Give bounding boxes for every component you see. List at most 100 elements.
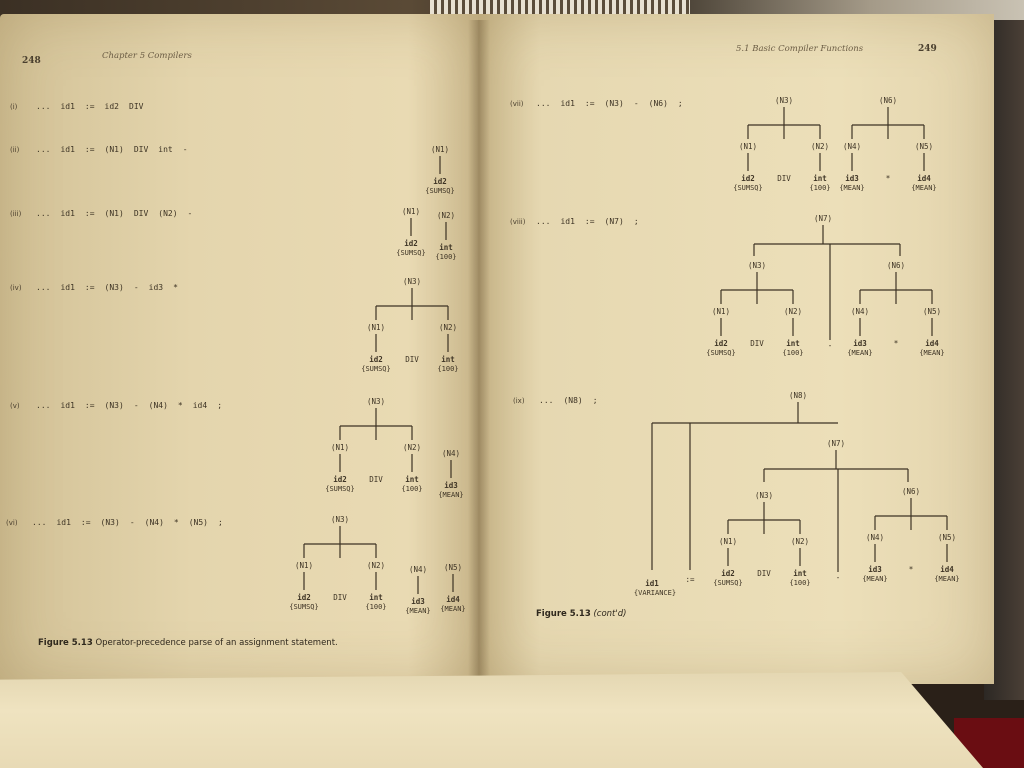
tree-node-times: * [886,174,891,183]
token: - [133,401,139,410]
step-expression: ...id1:=(N3)-(N4)*id4; [36,401,232,411]
tree-node-sumsq: {SUMSQ} [706,349,736,357]
token: := [84,145,95,154]
token: id3 [148,283,164,292]
token: := [84,401,95,410]
tree-node-n1: (N1) [719,537,737,546]
step-expression: ...id1:=(N1)DIV(N2)- [36,209,202,219]
step-label: (ix) [513,397,525,405]
step-label: (iv) [10,284,22,292]
tree-node-minus: - [828,341,833,350]
tree-node-sumsq: {SUMSQ} [361,365,391,373]
right-running-head: 5.1 Basic Compiler Functions [736,44,864,54]
left-figure-caption: Figure 5.13 Operator-precedence parse of… [38,638,338,648]
tree-node-n2: (N2) [403,443,421,452]
tree-node-n1: (N1) [712,307,730,316]
token: id1 [560,99,575,108]
tree-node-n7: (N7) [827,439,845,448]
left-caption-label: Figure 5.13 [38,638,93,648]
left-running-head: Chapter 5 Compilers [102,51,192,61]
tree-node-n4: (N4) [409,565,427,574]
tree-node-id2: id2 [721,569,735,578]
tree-node-id2: id2 [297,593,311,602]
tree-node-c100: {100} [437,365,458,373]
tree-node-n3: (N3) [748,261,766,270]
token: (N3) [100,518,120,527]
tree-node-sumsq: {SUMSQ} [289,603,319,611]
tree-node-div: DIV [777,174,791,183]
tree-node-id4: id4 [446,595,460,604]
token: id1 [60,102,75,111]
token: - [133,283,139,292]
token: (N1) [104,209,124,218]
token: ; [633,217,639,226]
tree-node-id2: id2 [369,355,383,364]
tree-node-c100: {100} [365,603,386,611]
tree-node-n3: (N3) [755,491,773,500]
tree-node-id2: id2 [714,339,728,348]
step-label: (i) [10,103,18,111]
tree-node-div: DIV [405,355,419,364]
token: - [633,99,639,108]
tree-node-n5: (N5) [938,533,956,542]
step-label: (vii) [510,100,524,108]
token: (N8) [563,396,583,405]
tree-node-id4: id4 [925,339,939,348]
token: * [173,283,178,292]
token: := [80,518,91,527]
tree-node-n5: (N5) [444,563,462,572]
tree-node-n1: (N1) [431,145,449,154]
tree-node-mean: {MEAN} [839,184,864,192]
token: * [177,401,183,410]
token: - [129,518,135,527]
token: * [173,518,179,527]
step-label: (v) [10,402,20,410]
token: := [84,283,95,292]
token: ... [32,518,47,527]
token: - [182,145,188,154]
token: (N1) [104,145,124,154]
token: (N3) [604,99,624,108]
tree-node-n2: (N2) [811,142,829,151]
tree-node-n2: (N2) [437,211,455,220]
tree-node-sumsq: {SUMSQ} [325,485,355,493]
token: := [584,217,595,226]
tree-node-sumsq: {SUMSQ} [425,187,455,195]
tree-node-n4: (N4) [843,142,861,151]
tree-node-id3: id3 [444,481,458,490]
tree-node-sumsq: {SUMSQ} [713,579,743,587]
tree-node-n3: (N3) [331,515,349,524]
token: (N7) [604,217,624,226]
token: DIV [133,145,149,154]
tree-node-mean: {MEAN} [405,607,430,615]
right-page [478,14,994,684]
tree-node-id2: id2 [433,177,447,186]
tree-node-int: int [786,339,800,348]
tree-node-int: int [793,569,807,578]
right-figure-caption: Figure 5.13 (cont'd) [536,609,626,619]
tree-node-n2: (N2) [784,307,802,316]
tree-node-c100: {100} [435,253,456,261]
token: id1 [60,209,75,218]
token: id4 [192,401,208,410]
tree-node-sumsq: {SUMSQ} [396,249,426,257]
tree-node-mean: {MEAN} [440,605,465,613]
tree-node-c100: {100} [789,579,810,587]
right-caption-text: (cont'd) [593,609,627,619]
tree-node-c100: {100} [401,485,422,493]
token: id2 [104,102,119,111]
tree-node-id3: id3 [868,565,882,574]
tree-node-id2: id2 [741,174,755,183]
token: ... [536,217,551,226]
tree-node-n4: (N4) [851,307,869,316]
tree-node-times: * [909,565,914,574]
token: := [584,99,595,108]
tree-node-id4: id4 [917,174,931,183]
tree-node-div: DIV [750,339,764,348]
tree-node-n3: (N3) [775,96,793,105]
tree-node-div: DIV [757,569,771,578]
tree-node-int: int [439,243,453,252]
